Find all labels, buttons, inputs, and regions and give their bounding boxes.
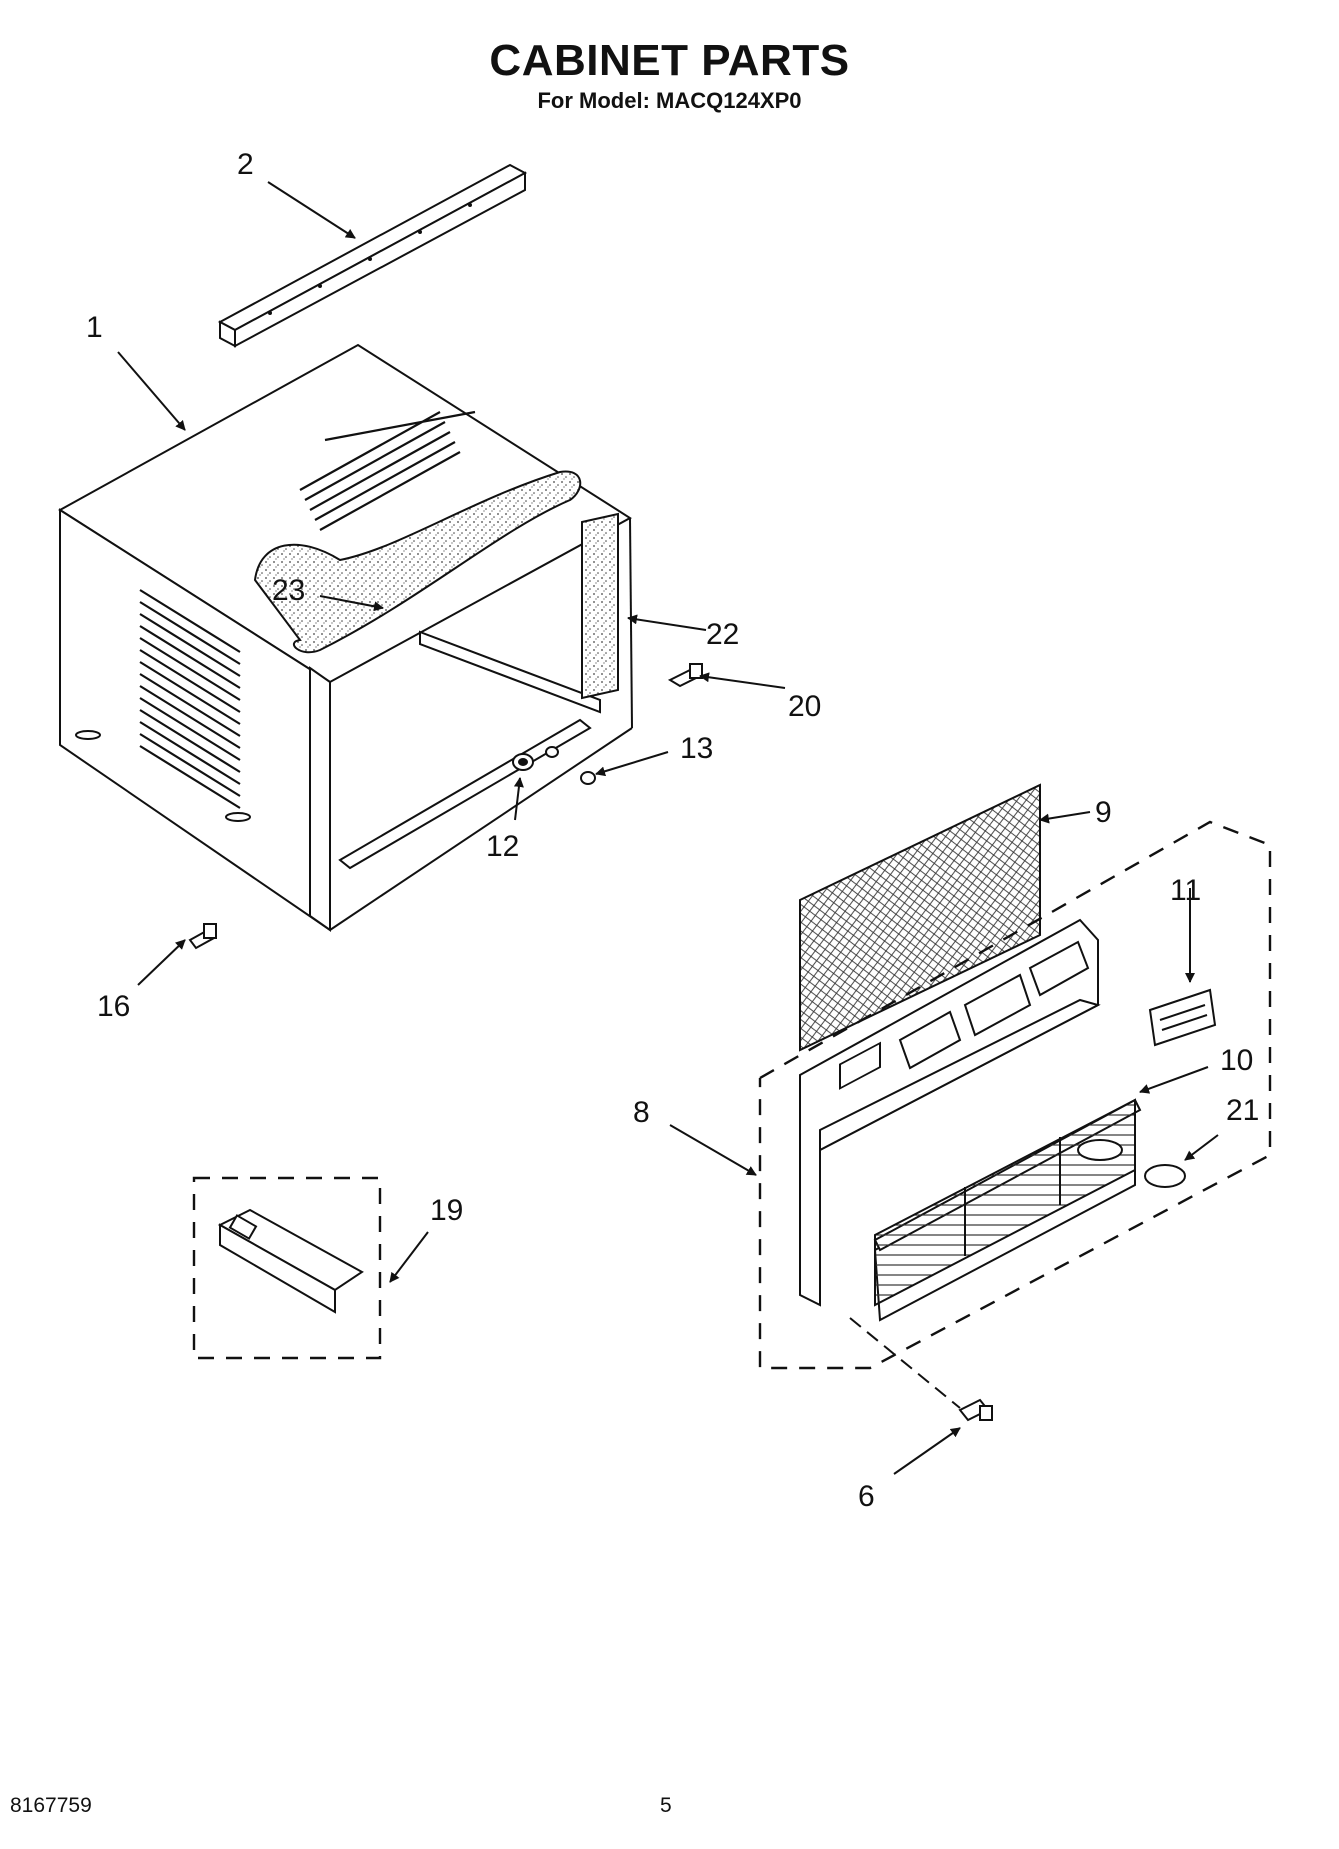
model-subtitle: For Model: MACQ124XP0 <box>537 88 802 113</box>
callout-23: 23 <box>272 574 305 607</box>
top-rail-part <box>217 163 528 348</box>
washer-part-13 <box>545 746 596 785</box>
callout-9: 9 <box>1095 796 1112 829</box>
cabinet-wrapper-part <box>58 343 633 932</box>
grommet-part-12 <box>512 753 534 771</box>
callout-8: 8 <box>633 1096 650 1129</box>
page-title: CABINET PARTS <box>489 36 850 85</box>
document-number: 8167759 <box>10 1794 92 1817</box>
remote-group-box <box>192 1176 382 1360</box>
emblem-part <box>1144 1164 1186 1188</box>
front-panel-part <box>799 918 1101 1307</box>
callout-6: 6 <box>858 1480 875 1513</box>
callout-2: 2 <box>237 148 254 181</box>
front-panel-group <box>758 820 1272 1370</box>
screw-part-6 <box>849 1317 993 1422</box>
leader-arrows <box>117 181 1219 1475</box>
callout-19: 19 <box>430 1194 463 1227</box>
callout-16: 16 <box>97 990 130 1023</box>
callout-13: 13 <box>680 732 713 765</box>
callout-1: 1 <box>86 311 103 344</box>
callout-11: 11 <box>1170 874 1201 907</box>
screw-part-20 <box>667 663 703 688</box>
screw-part-16 <box>188 923 217 950</box>
vent-louver-part <box>1148 988 1217 1047</box>
front-grille-part <box>873 1098 1142 1322</box>
remote-control-part <box>217 1208 364 1314</box>
callout-22: 22 <box>706 618 739 651</box>
air-filter-part <box>799 783 1041 1052</box>
callout-12: 12 <box>486 830 519 863</box>
page-number: 5 <box>660 1794 672 1817</box>
callout-20: 20 <box>788 690 821 723</box>
side-seal-part <box>581 512 619 700</box>
callout-10: 10 <box>1220 1044 1253 1077</box>
top-seal-part <box>253 470 582 654</box>
callout-21: 21 <box>1226 1094 1259 1127</box>
